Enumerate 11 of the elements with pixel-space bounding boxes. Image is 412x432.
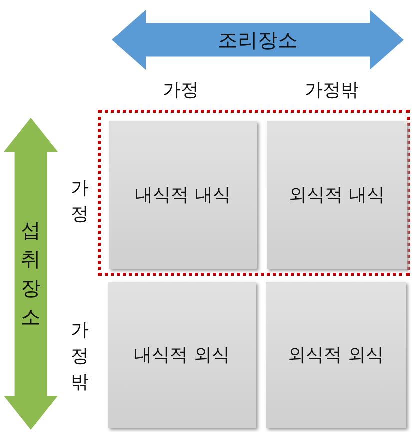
column-label: 가정: [163, 79, 199, 102]
row-label: 가정: [70, 177, 90, 228]
axis-title: 섭취장소: [20, 217, 42, 331]
axis-title: 조리장소: [218, 26, 298, 54]
highlight-frame: [98, 110, 410, 276]
column-label: 가정밖: [305, 79, 359, 102]
quadrant-box: 외식적 외식: [266, 282, 406, 428]
quadrant-box: 내식적 외식: [108, 282, 256, 428]
quadrant-box: 외식적 내식: [267, 121, 407, 269]
row-label: 가정밖: [70, 319, 90, 396]
quadrant-box: 내식적 내식: [109, 121, 257, 269]
